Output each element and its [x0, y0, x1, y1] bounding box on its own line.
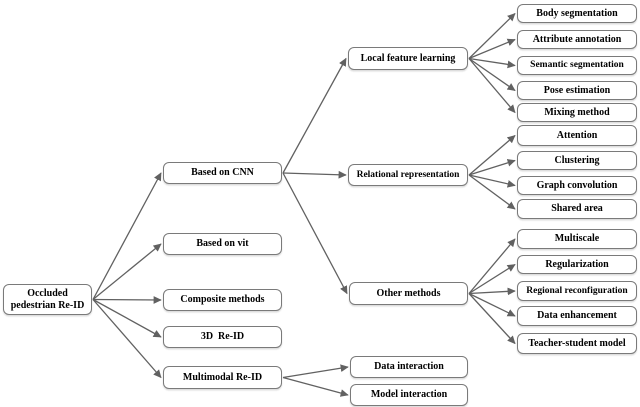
edge-other-methods-regularization [468, 263, 516, 295]
node-attention: Attention [517, 125, 637, 146]
node-based-on-cnn: Based on CNN [163, 162, 282, 184]
edge-root-multimodal-re-id [92, 299, 162, 379]
node-teacher-student-model: Teacher-student model [517, 333, 637, 354]
edge-relational-representation-shared-area [468, 174, 516, 210]
node-based-on-vit: Based on vit [163, 233, 282, 255]
edge-other-methods-teacher-student-model [468, 293, 516, 345]
node-multiscale: Multiscale [517, 229, 637, 249]
node-multimodal-re-id: Multimodal Re-ID [163, 366, 282, 389]
node-data-interaction: Data interaction [350, 356, 468, 378]
edge-root-composite-methods [92, 296, 162, 304]
node-data-enhancement: Data enhancement [517, 306, 637, 326]
edge-relational-representation-attention [468, 134, 516, 176]
edge-local-feature-learning-pose-estimation [468, 57, 516, 92]
node-semantic-segmentation: Semantic segmentation [517, 56, 637, 75]
edge-local-feature-learning-mixing-method [468, 58, 516, 114]
edge-root-based-on-cnn [92, 172, 162, 300]
edge-relational-representation-graph-convolution [468, 174, 516, 188]
edge-other-methods-data-enhancement [468, 292, 516, 317]
node-clustering: Clustering [517, 151, 637, 170]
node-other-methods: Other methods [349, 282, 468, 305]
edge-root-3d-re-id [92, 298, 162, 338]
edges-group [92, 12, 516, 397]
edge-based-on-cnn-other-methods [282, 172, 348, 295]
edge-local-feature-learning-semantic-segmentation [468, 57, 516, 69]
edge-based-on-cnn-relational-representation [282, 170, 347, 179]
edge-local-feature-learning-body-segmentation [468, 12, 516, 59]
node-model-interaction: Model interaction [350, 384, 468, 406]
node-root: Occluded pedestrian Re-ID [3, 284, 92, 315]
edge-local-feature-learning-attribute-annotation [468, 38, 516, 60]
node-regularization: Regularization [517, 255, 637, 274]
node-relational-representation: Relational representation [348, 164, 468, 186]
node-mixing-method: Mixing method [517, 103, 637, 122]
node-graph-convolution: Graph convolution [517, 176, 637, 195]
node-attribute-annotation: Attribute annotation [517, 30, 637, 49]
node-shared-area: Shared area [517, 199, 637, 219]
node-regional-reconfiguration: Regional reconfiguration [517, 281, 637, 301]
edge-root-based-on-vit [92, 243, 162, 301]
node-composite-methods: Composite methods [163, 289, 282, 311]
edge-based-on-cnn-local-feature-learning [282, 57, 347, 174]
edge-multimodal-re-id-model-interaction [282, 376, 349, 397]
edge-other-methods-multiscale [468, 238, 516, 294]
edge-multimodal-re-id-data-interaction [282, 364, 349, 379]
node-local-feature-learning: Local feature learning [348, 47, 468, 70]
node-pose-estimation: Pose estimation [517, 81, 637, 100]
edge-relational-representation-clustering [468, 159, 516, 176]
node-body-segmentation: Body segmentation [517, 4, 637, 23]
node-3d-re-id: 3D Re-ID [163, 326, 282, 348]
edge-other-methods-regional-reconfiguration [468, 287, 516, 296]
